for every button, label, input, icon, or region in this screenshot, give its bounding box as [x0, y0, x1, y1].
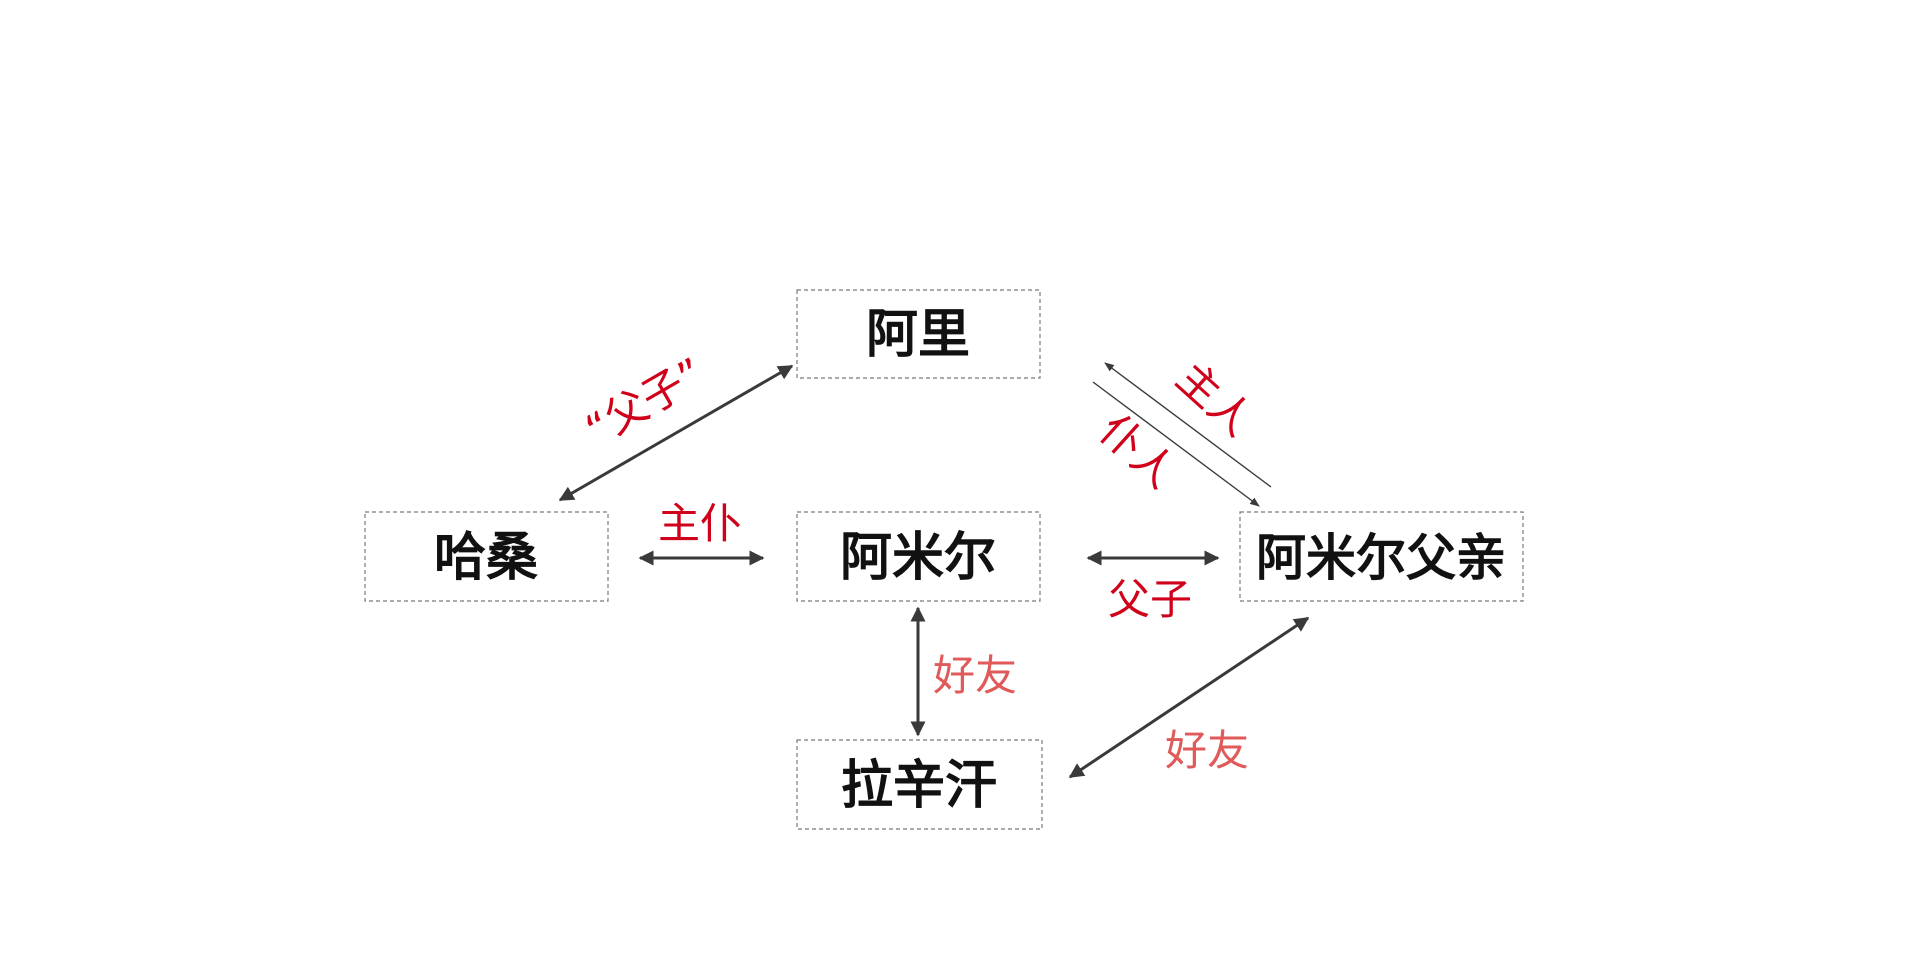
- node-amir-father: 阿米尔父亲: [1239, 511, 1524, 602]
- node-hassan-label: 哈桑: [434, 527, 538, 588]
- node-ali: 阿里: [796, 289, 1041, 379]
- edge-ali-to-amir-father: [1092, 381, 1260, 507]
- edge-label-amir-father-rahim-khan: 好友: [1165, 726, 1249, 775]
- node-rahim-khan-label: 拉辛汗: [841, 755, 997, 816]
- node-ali-label: 阿里: [866, 304, 970, 365]
- edge-label-amir-rahim-khan: 好友: [933, 651, 1017, 700]
- edge-amir-father-to-ali: [1104, 362, 1272, 488]
- node-hassan: 哈桑: [364, 511, 609, 602]
- node-amir: 阿米尔: [796, 511, 1041, 602]
- edge-label-ali-hassan: “父子”: [577, 348, 712, 454]
- edge-ali-hassan: [558, 364, 794, 502]
- edge-label-amir-amir-father: 父子: [1108, 575, 1192, 624]
- node-amir-father-label: 阿米尔父亲: [1256, 528, 1506, 587]
- edge-label-servant: 仆人: [1090, 405, 1185, 498]
- node-amir-label: 阿米尔: [840, 527, 996, 588]
- edge-label-master: 主人: [1167, 353, 1262, 446]
- edge-amir-father-rahim-khan: [1068, 616, 1310, 779]
- node-rahim-khan: 拉辛汗: [796, 739, 1043, 830]
- edge-label-hassan-amir: 主仆: [658, 499, 742, 548]
